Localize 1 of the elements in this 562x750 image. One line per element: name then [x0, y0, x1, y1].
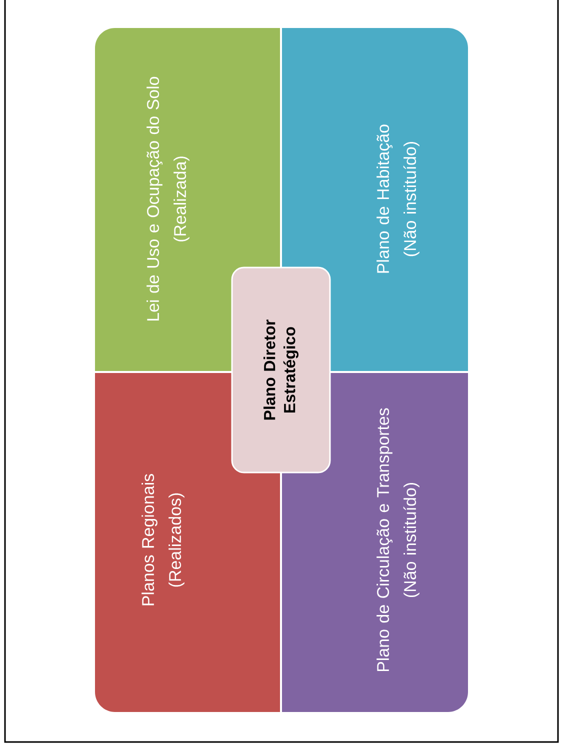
center-box: Plano Diretor Estratégico	[231, 266, 331, 474]
